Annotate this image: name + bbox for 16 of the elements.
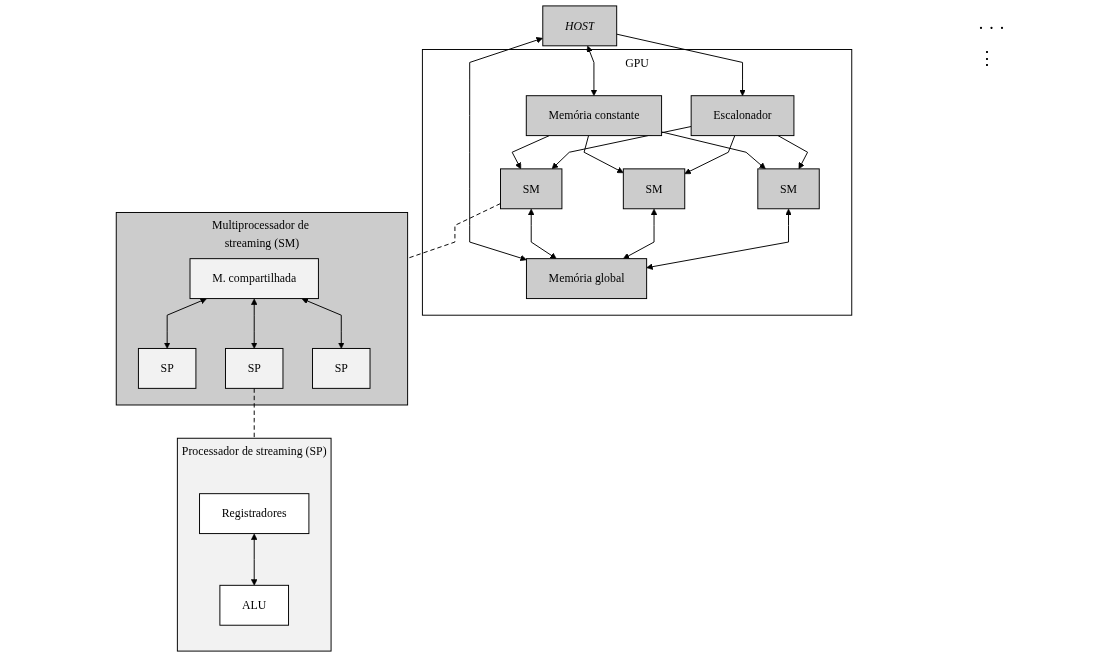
node-box: HOST bbox=[542, 5, 618, 47]
node-box: SM bbox=[622, 168, 686, 210]
node-box: Registradores bbox=[199, 493, 310, 535]
connector bbox=[407, 203, 501, 259]
node-box: Memória global bbox=[525, 258, 648, 300]
node-box: SP bbox=[225, 347, 284, 389]
node-box: SP bbox=[137, 347, 197, 389]
ellipsis-label: · · · bbox=[978, 18, 1006, 39]
node-box: M. compartilhada bbox=[189, 258, 319, 300]
node-box: Escalonador bbox=[690, 95, 795, 137]
node-box: ALU bbox=[219, 584, 290, 626]
node-box: SP bbox=[312, 347, 371, 389]
node-box: SM bbox=[757, 168, 820, 210]
ellipsis-label: ⋮ bbox=[978, 47, 997, 69]
node-box: SM bbox=[500, 168, 563, 210]
node-box: Memória constante bbox=[525, 95, 663, 137]
